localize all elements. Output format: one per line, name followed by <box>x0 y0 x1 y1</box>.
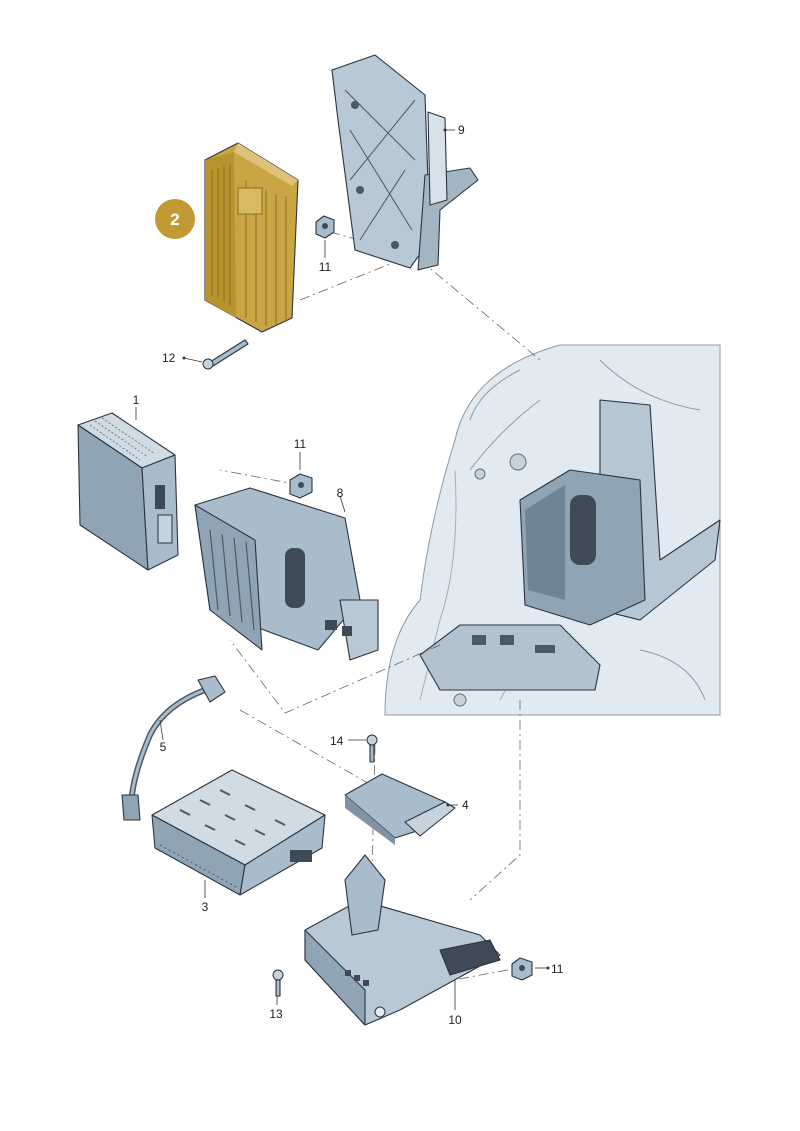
part-11-nut-mid: 11 <box>289 437 313 499</box>
part-5-cable: 5 <box>121 675 226 821</box>
part-14-screw: 14 <box>330 734 378 763</box>
part-2-callout-badge: 2 <box>155 199 195 239</box>
vehicle-bolt <box>509 453 527 471</box>
installed-connector <box>472 635 486 645</box>
part-14-label: 14 <box>330 734 344 748</box>
part-4-label: 4 <box>462 798 469 812</box>
installed-lower-module <box>419 624 601 691</box>
part-13-label: 13 <box>269 1007 283 1021</box>
part-11-bottom-label: 11 <box>551 962 564 976</box>
part-3-receiver-box: 3 <box>151 769 326 914</box>
part-2-label: 2 <box>170 210 179 229</box>
part-10-label: 10 <box>448 1013 462 1027</box>
installed-connector <box>500 635 514 645</box>
part-12-label: 12 <box>162 351 176 365</box>
installed-amplifier-shade <box>525 485 565 600</box>
part-10-lower-bracket: 10 <box>304 854 501 1027</box>
bracket-lattice <box>344 89 416 241</box>
part-1-label: 1 <box>133 393 140 407</box>
part-11-nut-bottom: 11 <box>511 957 564 981</box>
part-8-label: 8 <box>337 486 344 500</box>
installed-amplifier-port <box>570 495 596 565</box>
part-5-label: 5 <box>160 740 167 754</box>
part-12-bolt: 12 <box>162 339 249 370</box>
part-3-label: 3 <box>202 900 209 914</box>
part-11-mid-label: 11 <box>294 437 307 451</box>
part-11-top-label: 11 <box>319 260 332 274</box>
part-8-housing: 8 <box>194 486 379 661</box>
part-9-bracket <box>331 54 479 271</box>
part-11-nut-top: 11 <box>315 215 335 274</box>
part-9-label: 9 <box>458 123 465 137</box>
part-9-callout: 9 <box>443 123 465 137</box>
part-1-control-unit: 1 <box>77 393 179 571</box>
vehicle-installation-view <box>384 344 721 716</box>
vehicle-bolt <box>474 468 486 480</box>
vehicle-wheel-arch <box>469 359 706 701</box>
part-2-amplifier-highlighted <box>204 142 299 333</box>
part-13-screw: 13 <box>269 969 284 1021</box>
part-4-module: 4 <box>344 773 469 845</box>
vehicle-bolt <box>453 693 467 707</box>
installed-connector <box>535 645 555 653</box>
